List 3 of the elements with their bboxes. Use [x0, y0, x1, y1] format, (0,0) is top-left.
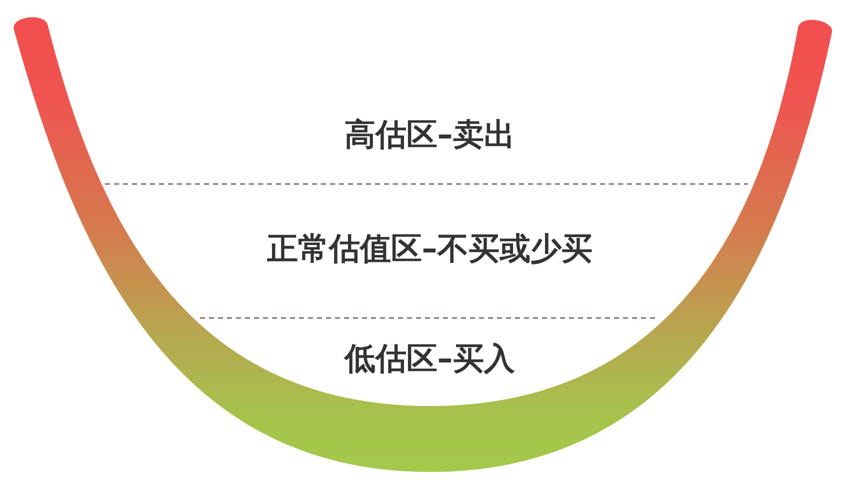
zone-label: 正常估值区–不买或少买	[266, 231, 592, 267]
zone-label: 高估区–卖出	[344, 117, 515, 153]
zone-label: 低估区–买入	[344, 341, 515, 377]
